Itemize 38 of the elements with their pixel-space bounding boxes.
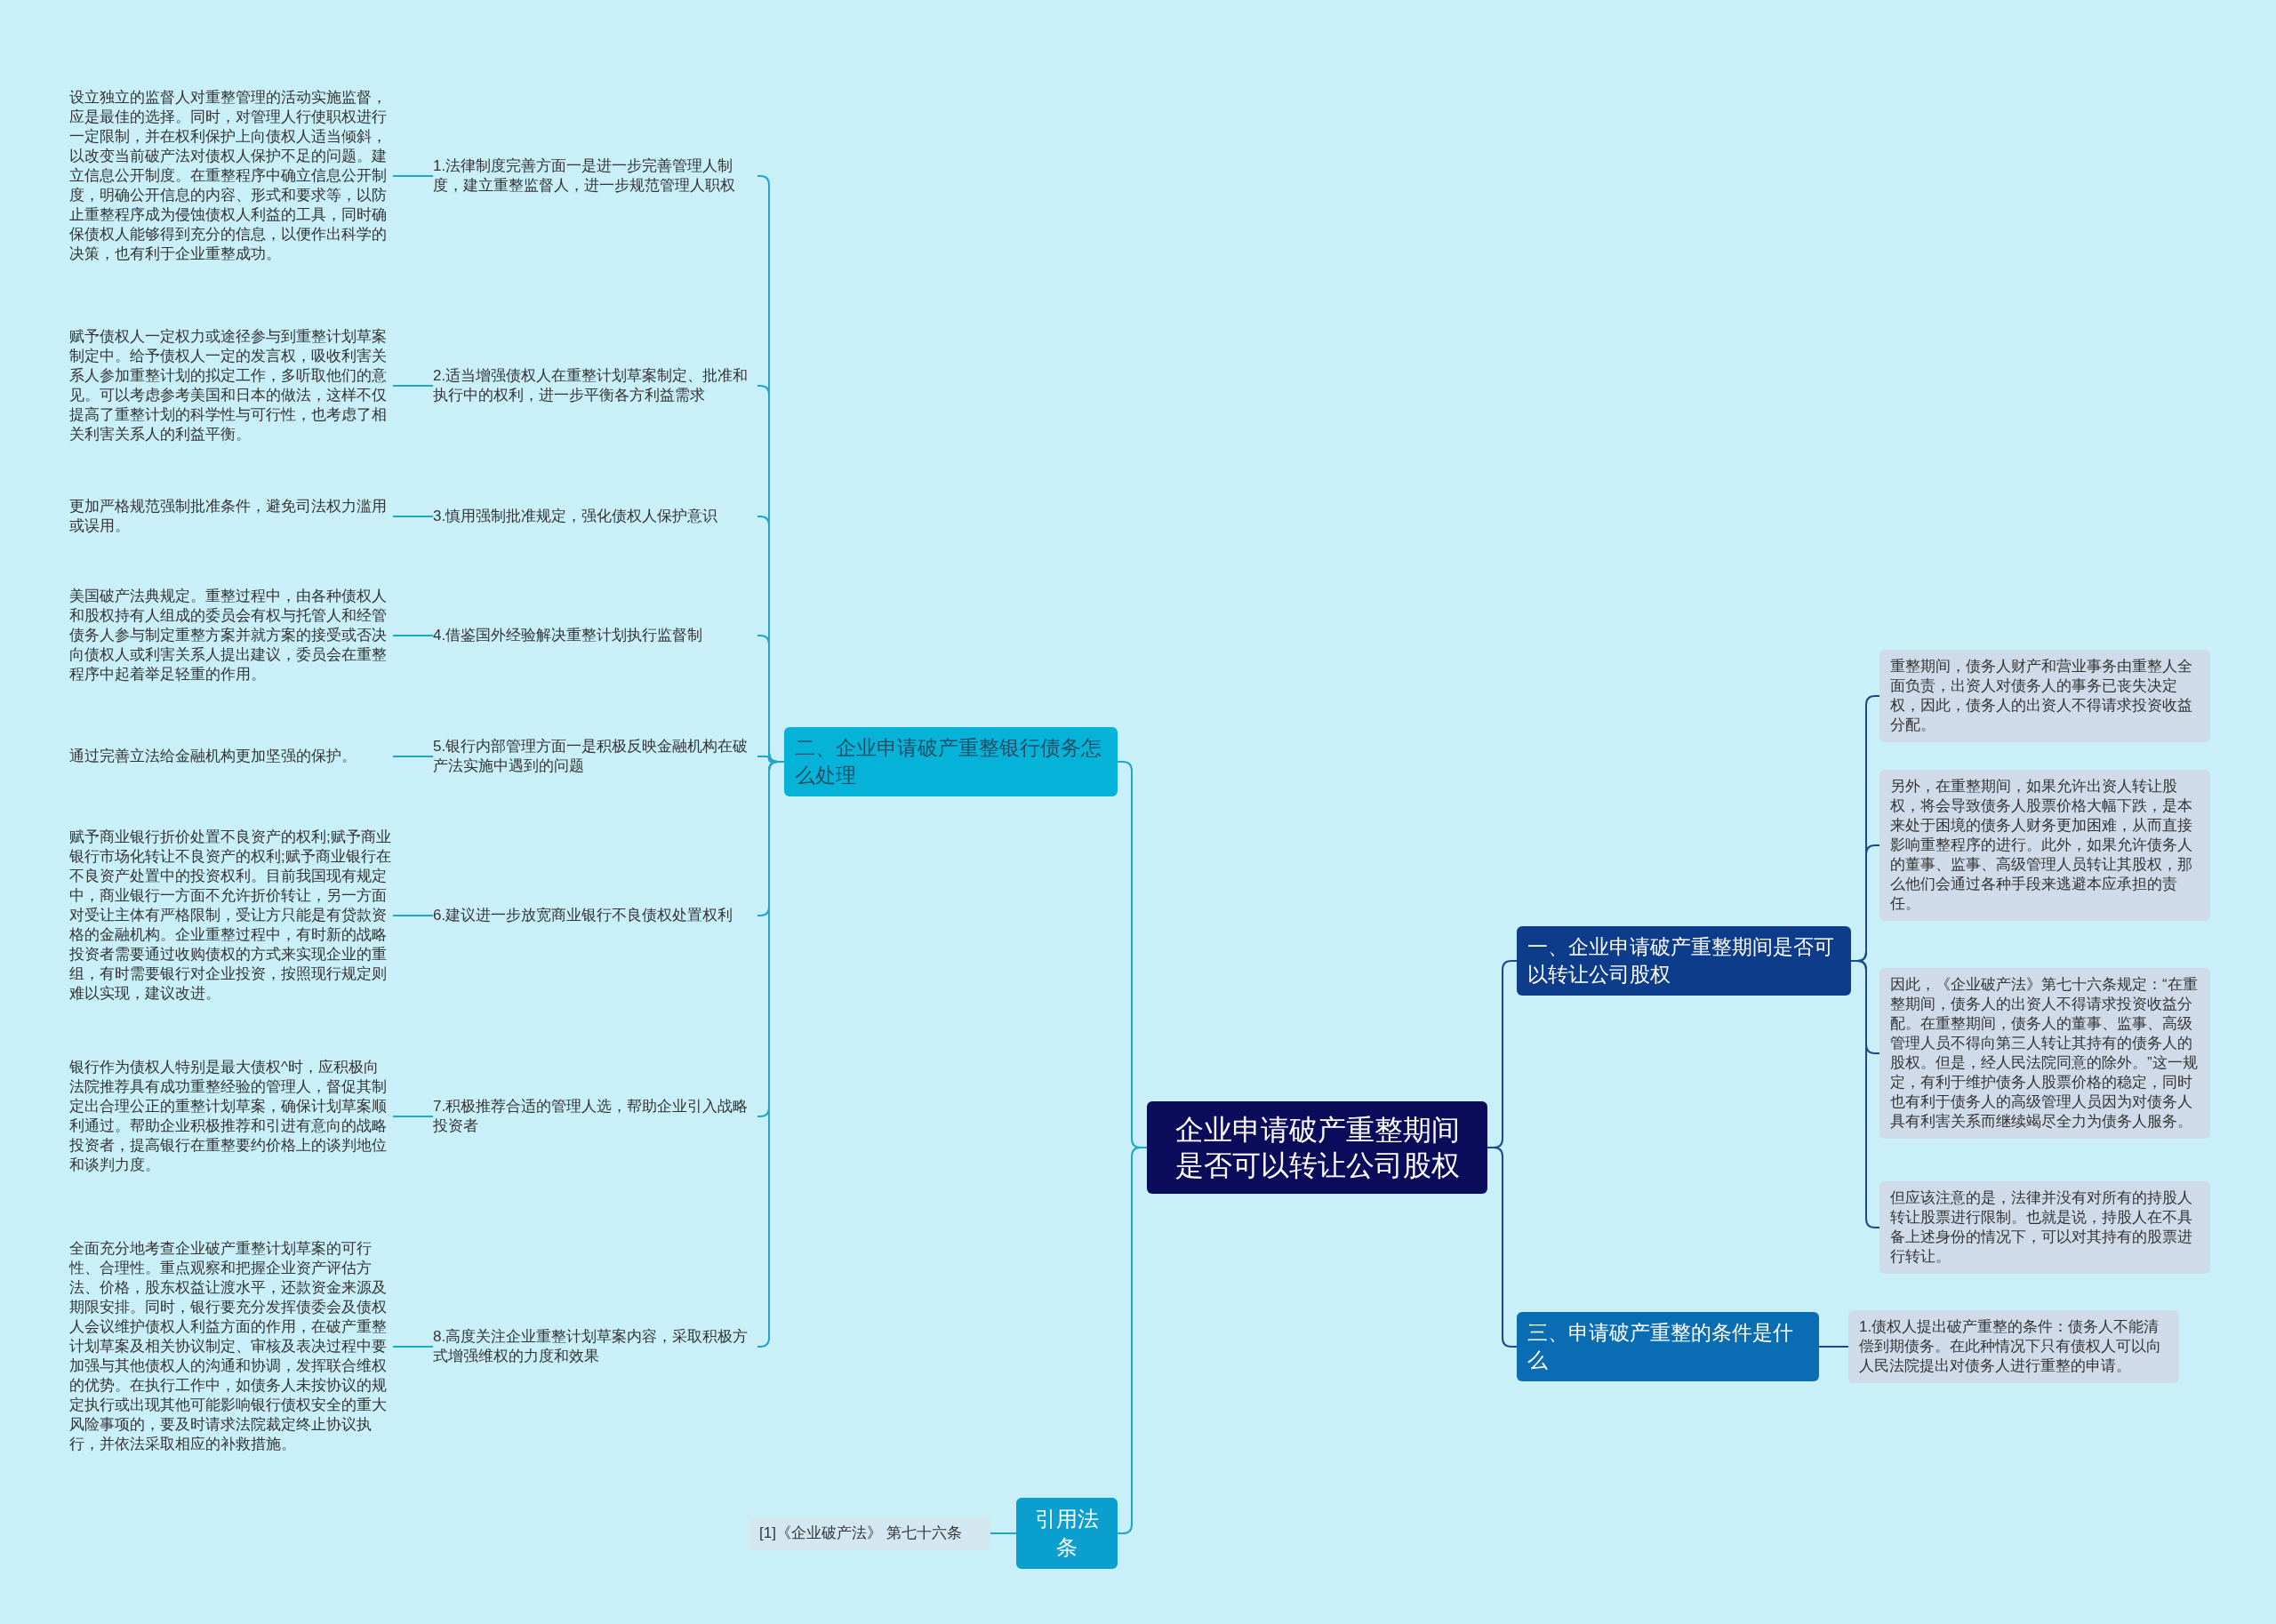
note-box: 因此，《企业破产法》第七十六条规定：“在重整期间，债务人的出资人不得请求投资收益分配。在重整期间，债务人的董事、监事、高级管理人员不得向第三人转让其持有的债务人的股权。但是，经人民法院同意的除外。”这一规定，有利于维护债务人股票价格的稳定，同时也有利于债务人的高级管理人员因为对债务人具有利害关系而继续竭尽全力为债务人服务。 xyxy=(1879,968,2210,1139)
subtopic-text: 3.慎用强制批准规定，强化债权人保护意识 xyxy=(433,507,757,526)
subtopic-text: 4.借鉴国外经验解决重整计划执行监督制 xyxy=(433,626,757,645)
subtopic-text: 2.适当增强债权人在重整计划草案制定、批准和执行中的权利，进一步平衡各方利益需求 xyxy=(433,366,757,405)
subtopic-text: 5.银行内部管理方面一是积极反映金融机构在破产法实施中遇到的问题 xyxy=(433,737,757,776)
detail-text: 设立独立的监督人对重整管理的活动实施监督，应是最佳的选择。同时，对管理人行使职权进行一定限制，并在权利保护上向债权人适当倾斜，以改变当前破产法对债权人保护不足的问题。建立信息公开制度。在重整程序中确立信息公开制度，明确公开信息的内容、形式和要求等，以防止重整程序成为侵蚀债权人利益的工具，同时确保债权人能够得到充分的信息，以便作出科学的决策，也有利于企业重整成功。 xyxy=(69,88,393,264)
detail-text: 全面充分地考查企业破产重整计划草案的可行性、合理性。重点观察和把握企业资产评估方法、价格，股东权益让渡水平，还款资金来源及期限安排。同时，银行要充分发挥债委会及债权人会议维护债权人利益方面的作用，在破产重整计划草案及相关协议制定、审核及表决过程中要加强与其他债权人的沟通和协调，发挥联合维权的优势。在执行工作中，如债务人未按协议的规定执行或出现其他可能影响银行债权安全的重大风险事项的，要及时请求法院裁定终止协议执行，并依法采取相应的补救措施。 xyxy=(69,1239,393,1454)
detail-text: 赋予商业银行折价处置不良资产的权利;赋予商业银行市场化转让不良资产的权利;赋予商业银行在不良资产处置中的投资权利。目前我国现有规定中，商业银行一方面不允许折价转让，另一方面对受让主体有严格限制，受让方只能是有贷款资格的金融机构。企业重整过程中，有时新的战略投资者需要通过收购债权的方式来实现企业的重组，有时需要银行对企业投资，按照现行规定则难以实现，建议改进。 xyxy=(69,828,393,1004)
connector-line xyxy=(392,756,434,757)
connector-line xyxy=(990,1532,1017,1534)
detail-text: 通过完善立法给金融机构更加坚强的保护。 xyxy=(69,747,393,766)
branch-topic-box: 一、企业申请破产重整期间是否可以转让公司股权 xyxy=(1517,926,1851,996)
connector-line xyxy=(392,1116,434,1117)
connector-line xyxy=(392,175,434,177)
branch-topic-box: 三、申请破产重整的条件是什么 xyxy=(1517,1312,1819,1381)
detail-text: 更加严格规范强制批准条件，避免司法权力滥用或误用。 xyxy=(69,497,393,536)
subtopic-text: 6.建议进一步放宽商业银行不良债权处置权利 xyxy=(433,906,757,925)
connector-line xyxy=(392,516,434,517)
detail-text: 赋予债权人一定权力或途径参与到重整计划草案制定中。给予债权人一定的发言权，吸收利害关系人参加重整计划的拟定工作，多听取他们的意见。可以考虑参考美国和日本的做法，这样不仅提高了重整计划的科学性与可行性，也考虑了相关利害关系人的利益平衡。 xyxy=(69,327,393,444)
note-box: 另外，在重整期间，如果允许出资人转让股权，将会导致债务人股票价格大幅下跌，是本来处于困境的债务人财务更加困难，从而直接影响重整程序的进行。此外，如果允许债务人的董事、监事、高级管理人员转让其股权，那么他们会通过各种手段来逃避本应承担的责任。 xyxy=(1879,770,2210,921)
subtopic-text: 7.积极推荐合适的管理人选，帮助企业引入战略投资者 xyxy=(433,1097,757,1136)
connector-line xyxy=(1850,960,1880,1228)
subtopic-text: 8.高度关注企业重整计划草案内容，采取积极方式增强维权的力度和效果 xyxy=(433,1327,757,1366)
detail-text: 银行作为债权人特别是最大债权^时，应积极向法院推荐具有成功重整经验的管理人，督促其制定出合理公正的重整计划草案，确保计划草案顺利通过。帮助企业积极推荐和引进有意向的战略投资者，提高银行在重整要约价格上的谈判地位和谈判力度。 xyxy=(69,1058,393,1175)
connector-line xyxy=(392,915,434,916)
reference-note-box: [1]《企业破产法》 第七十六条 xyxy=(749,1516,990,1550)
branch-topic-box: 引用法条 xyxy=(1016,1498,1118,1569)
central-topic-box: 企业申请破产重整期间是否可以转让公司股权 xyxy=(1147,1101,1487,1194)
branch-topic-box: 二、企业申请破产重整银行债务怎么处理 xyxy=(784,727,1118,796)
connector-line xyxy=(392,635,434,636)
connector-line xyxy=(1818,1346,1849,1348)
note-box: 重整期间，债务人财产和营业事务由重整人全面负责，出资人对债务人的事务已丧失决定权，因此，债务人的出资人不得请求投资收益分配。 xyxy=(1879,650,2210,742)
note-box: 但应该注意的是，法律并没有对所有的持股人转让股票进行限制。也就是说，持股人在不具备上述身份的情况下，可以对其持有的股票进行转让。 xyxy=(1879,1181,2210,1274)
connector-line xyxy=(392,1346,434,1348)
detail-text: 美国破产法典规定。重整过程中，由各种债权人和股权持有人组成的委员会有权与托管人和经管债务人参与制定重整方案并就方案的接受或否决向债权人或利害关系人提出建议，委员会在重整程序中起着举足轻重的作用。 xyxy=(69,587,393,684)
note-box: 1.债权人提出破产重整的条件：债务人不能清偿到期债务。在此种情况下只有债权人可以向人民法院提出对债务人进行重整的申请。 xyxy=(1848,1310,2179,1383)
subtopic-text: 1.法律制度完善方面一是进一步完善管理人制度，建立重整监督人，进一步规范管理人职权 xyxy=(433,156,757,196)
connector-line xyxy=(392,385,434,387)
